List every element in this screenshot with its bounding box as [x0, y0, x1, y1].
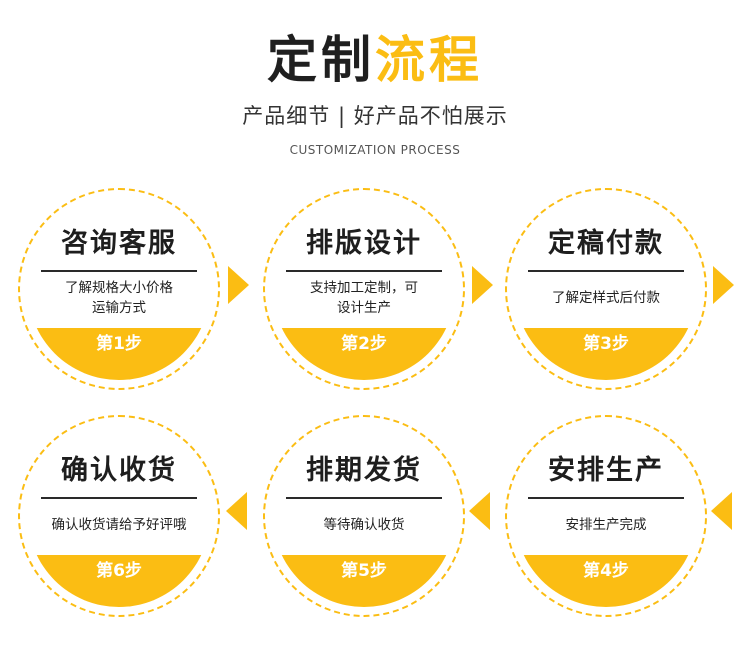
triangle-right-icon — [228, 266, 249, 304]
triangle-right-icon — [713, 266, 734, 304]
step-name: 确认收货 — [61, 455, 177, 486]
step-number: 第2步 — [341, 334, 387, 354]
step-name: 定稿付款 — [548, 228, 664, 259]
step-divider — [528, 497, 684, 499]
step-card-5: 排期发货 等待确认收货 第5步 — [263, 415, 465, 617]
step-divider — [528, 270, 684, 272]
step-description: 了解规格大小价格运输方式 — [65, 280, 173, 316]
step-description: 等待确认收货 — [323, 517, 405, 533]
step-card-3: 定稿付款 了解定样式后付款 第3步 — [505, 188, 707, 390]
subtitle: 产品细节 | 好产品不怕展示 — [242, 104, 508, 128]
step-number: 第1步 — [96, 334, 142, 354]
step-band — [515, 555, 697, 607]
step-divider — [286, 497, 442, 499]
step-number: 第3步 — [583, 334, 629, 354]
step-card-4: 安排生产 安排生产完成 第4步 — [505, 415, 707, 617]
step-number: 第4步 — [583, 561, 629, 581]
step-card-6: 确认收货 确认收货请给予好评哦 第6步 — [18, 415, 220, 617]
step-name: 咨询客服 — [61, 228, 177, 259]
title-part-1: 定制 — [267, 31, 375, 89]
step-number: 第5步 — [341, 561, 387, 581]
step-name: 排版设计 — [306, 228, 422, 259]
title-part-2: 流程 — [375, 31, 483, 89]
step-divider — [41, 497, 197, 499]
triangle-left-icon — [711, 492, 732, 530]
step-description: 确认收货请给予好评哦 — [51, 517, 187, 533]
step-band — [28, 555, 210, 607]
step-band — [273, 555, 455, 607]
step-card-2: 排版设计 支持加工定制，可设计生产 第2步 — [263, 188, 465, 390]
step-number: 第6步 — [96, 561, 142, 581]
step-band — [28, 328, 210, 380]
subtitle-english: CUSTOMIZATION PROCESS — [289, 143, 461, 157]
step-card-1: 咨询客服 了解规格大小价格运输方式 第1步 — [18, 188, 220, 390]
step-band — [273, 328, 455, 380]
step-description: 支持加工定制，可设计生产 — [310, 280, 418, 316]
step-band — [515, 328, 697, 380]
step-name: 排期发货 — [306, 455, 422, 486]
triangle-left-icon — [469, 492, 490, 530]
step-divider — [41, 270, 197, 272]
step-description: 安排生产完成 — [565, 517, 647, 533]
triangle-left-icon — [226, 492, 247, 530]
triangle-right-icon — [472, 266, 493, 304]
step-divider — [286, 270, 442, 272]
step-name: 安排生产 — [548, 455, 664, 486]
page-title: 定制流程 — [0, 28, 750, 92]
step-description: 了解定样式后付款 — [552, 290, 660, 306]
